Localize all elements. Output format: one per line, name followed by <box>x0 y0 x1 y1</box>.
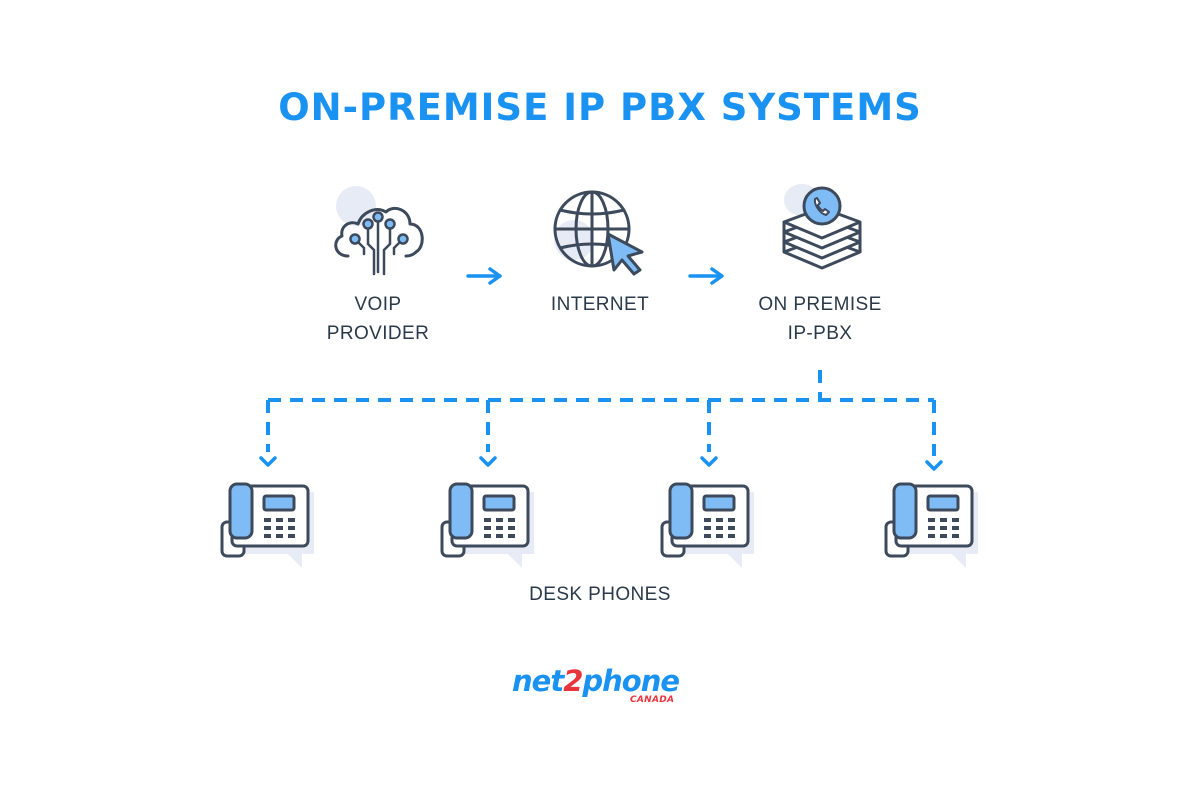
cloud-network-icon <box>334 186 424 276</box>
arrow-voip-to-internet <box>466 267 502 285</box>
on-premise-pbx-label: ON PREMISE IP-PBX <box>730 290 910 348</box>
desk-phone-icon <box>884 482 978 568</box>
desk-phone-icon <box>660 482 754 568</box>
desk-phone-icon <box>440 482 534 568</box>
pbx-label-line-1: ON PREMISE <box>758 294 882 315</box>
pbx-label-line-2: IP-PBX <box>787 323 853 344</box>
internet-label: INTERNET <box>520 290 680 319</box>
logo-word-phone: phone <box>582 664 680 698</box>
voip-label-line-2: PROVIDER <box>326 323 430 344</box>
net2phone-logo: net2phone CANADA <box>512 664 692 710</box>
diagram-title: ON-PREMISE IP PBX SYSTEMS <box>278 86 922 129</box>
globe-cursor-icon <box>553 190 644 276</box>
internet-label-line-1: INTERNET <box>550 294 650 315</box>
desk-phones-label: DESK PHONES <box>529 584 671 605</box>
desk-phone-icon <box>220 482 314 568</box>
logo-word-2: 2 <box>563 664 583 698</box>
logo-subtitle: CANADA <box>630 695 675 705</box>
server-phone-icon <box>782 184 862 270</box>
logo-word-net: net <box>512 664 564 698</box>
logo-wordmark: net2phone <box>512 664 680 698</box>
arrow-internet-to-pbx <box>688 267 724 285</box>
voip-provider-label: VOIP PROVIDER <box>298 290 458 348</box>
voip-label-line-1: VOIP <box>354 294 402 315</box>
